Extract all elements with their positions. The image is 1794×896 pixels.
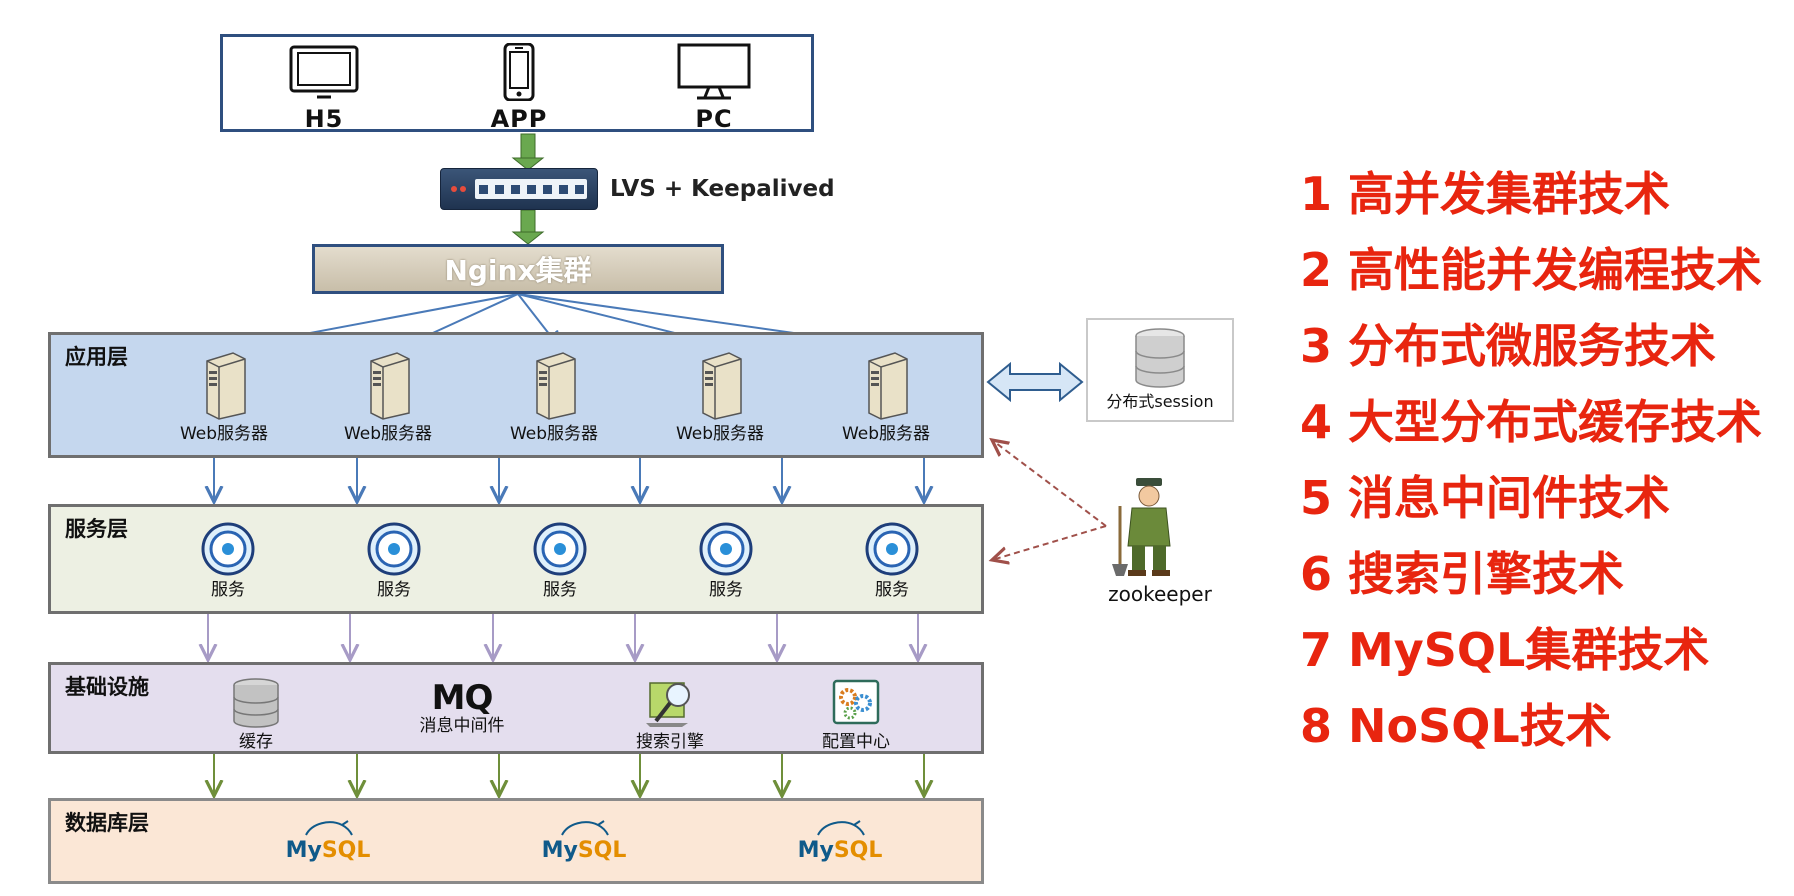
tech-item: 4 大型分布式缓存技术 bbox=[1300, 395, 1763, 449]
server-icon bbox=[702, 352, 742, 420]
tech-item: 6 搜索引擎技术 bbox=[1300, 547, 1625, 601]
tech-item: 7 MySQL集群技术 bbox=[1300, 623, 1710, 677]
web-server-node: Web服务器 bbox=[159, 349, 289, 443]
mq-logo: MQ bbox=[431, 678, 494, 718]
web-server-node: Web服务器 bbox=[323, 349, 453, 443]
app-layer: 应用层 Web服务器 Web服务器 Web服务器 bbox=[48, 332, 984, 458]
mysql-logo: MySQL bbox=[529, 819, 639, 863]
service-node: 服务 bbox=[827, 521, 957, 599]
server-icon bbox=[206, 352, 246, 420]
dolphin-icon bbox=[305, 820, 353, 836]
nginx-cluster-box: Nginx集群 bbox=[312, 244, 724, 294]
dolphin-icon bbox=[817, 820, 865, 836]
service-node: 服务 bbox=[495, 521, 625, 599]
web-server-node: Web服务器 bbox=[489, 349, 619, 443]
node-label: 服务 bbox=[875, 580, 909, 600]
node-label: Web服务器 bbox=[841, 424, 931, 444]
tech-item: 3 分布式微服务技术 bbox=[1300, 319, 1717, 373]
node-label: Web服务器 bbox=[675, 424, 765, 444]
server-icon bbox=[536, 352, 576, 420]
mysql-logo: MySQL bbox=[273, 819, 383, 863]
client-app: APP bbox=[464, 42, 574, 133]
mysql-sql: SQL bbox=[577, 838, 627, 863]
client-label: H5 bbox=[304, 105, 344, 133]
server-icon bbox=[868, 352, 908, 420]
node-label: Web服务器 bbox=[343, 424, 433, 444]
zookeeper-dashed-arrows bbox=[992, 440, 1107, 560]
client-pc: PC bbox=[659, 43, 769, 131]
layer-title: 服务层 bbox=[65, 517, 128, 541]
node-label: Web服务器 bbox=[179, 424, 269, 444]
node-label: 服务 bbox=[211, 580, 245, 600]
node-label: 服务 bbox=[709, 580, 743, 600]
search-engine-icon bbox=[646, 682, 690, 727]
mysql-logo: MySQL bbox=[785, 819, 895, 863]
infra-layer: 基础设施 缓存 MQ 消息中间件 搜索引擎 配置中心 bbox=[48, 662, 984, 754]
layer-title: 数据库层 bbox=[65, 811, 149, 835]
service-node: 服务 bbox=[163, 521, 293, 599]
mysql-sql: SQL bbox=[833, 838, 883, 863]
database-icon bbox=[233, 678, 279, 728]
session-label: 分布式session bbox=[1106, 392, 1214, 411]
monitor-icon bbox=[289, 45, 359, 99]
session-double-arrow bbox=[986, 361, 1084, 403]
web-server-node: Web服务器 bbox=[655, 349, 785, 443]
database-icon bbox=[1135, 328, 1185, 388]
nginx-label: Nginx集群 bbox=[444, 254, 592, 287]
client-label: PC bbox=[695, 105, 733, 133]
service-icon bbox=[699, 522, 753, 576]
layer-title: 应用层 bbox=[65, 345, 128, 369]
zookeeper-icon bbox=[1112, 478, 1171, 576]
service-icon bbox=[201, 522, 255, 576]
app-to-service-arrows bbox=[214, 458, 924, 502]
lvs-label: LVS + Keepalived bbox=[610, 176, 835, 202]
service-icon bbox=[865, 522, 919, 576]
gears-icon bbox=[832, 679, 880, 725]
mq-node: MQ 消息中间件 bbox=[387, 679, 537, 735]
tech-item: 5 消息中间件技术 bbox=[1300, 471, 1671, 525]
server-icon bbox=[370, 352, 410, 420]
session-box: 分布式session bbox=[1086, 318, 1234, 422]
client-h5: H5 bbox=[269, 43, 379, 131]
client-label: APP bbox=[490, 105, 548, 133]
layer-title: 基础设施 bbox=[65, 675, 149, 699]
db-layer: 数据库层 MySQL MySQL MySQL bbox=[48, 798, 984, 884]
config-center-node: 配置中心 bbox=[791, 677, 921, 751]
service-layer: 服务层 服务 服务 服务 服务 bbox=[48, 504, 984, 614]
tech-item: 8 NoSQL技术 bbox=[1300, 699, 1612, 753]
service-to-infra-arrows bbox=[208, 614, 918, 660]
switch-icon bbox=[440, 168, 598, 210]
tech-list: 1 高并发集群技术 2 高性能并发编程技术 3 分布式微服务技术 4 大型分布式… bbox=[1300, 156, 1762, 764]
mysql-my: My bbox=[541, 838, 578, 863]
cache-node: 缓存 bbox=[191, 677, 321, 751]
search-engine-node: 搜索引擎 bbox=[605, 677, 735, 751]
node-label: 搜索引擎 bbox=[636, 732, 704, 752]
infra-to-db-arrows bbox=[214, 754, 924, 796]
mysql-sql: SQL bbox=[321, 838, 371, 863]
dolphin-icon bbox=[561, 820, 609, 836]
web-server-node: Web服务器 bbox=[821, 349, 951, 443]
node-label: 配置中心 bbox=[822, 732, 890, 752]
tech-item: 1 高并发集群技术 bbox=[1300, 167, 1671, 221]
node-label: 服务 bbox=[543, 580, 577, 600]
service-icon bbox=[367, 522, 421, 576]
mysql-my: My bbox=[285, 838, 322, 863]
client-box: H5 APP PC bbox=[220, 34, 814, 132]
node-label: 服务 bbox=[377, 580, 411, 600]
service-node: 服务 bbox=[329, 521, 459, 599]
node-label: 消息中间件 bbox=[419, 716, 505, 736]
zookeeper-label: zookeeper bbox=[1108, 582, 1212, 606]
node-label: Web服务器 bbox=[509, 424, 599, 444]
desktop-icon bbox=[677, 43, 751, 100]
mysql-my: My bbox=[797, 838, 834, 863]
tech-item: 2 高性能并发编程技术 bbox=[1300, 243, 1763, 297]
phone-icon bbox=[503, 42, 535, 102]
service-node: 服务 bbox=[661, 521, 791, 599]
node-label: 缓存 bbox=[239, 732, 273, 752]
service-icon bbox=[533, 522, 587, 576]
green-arrow-top bbox=[511, 133, 545, 245]
